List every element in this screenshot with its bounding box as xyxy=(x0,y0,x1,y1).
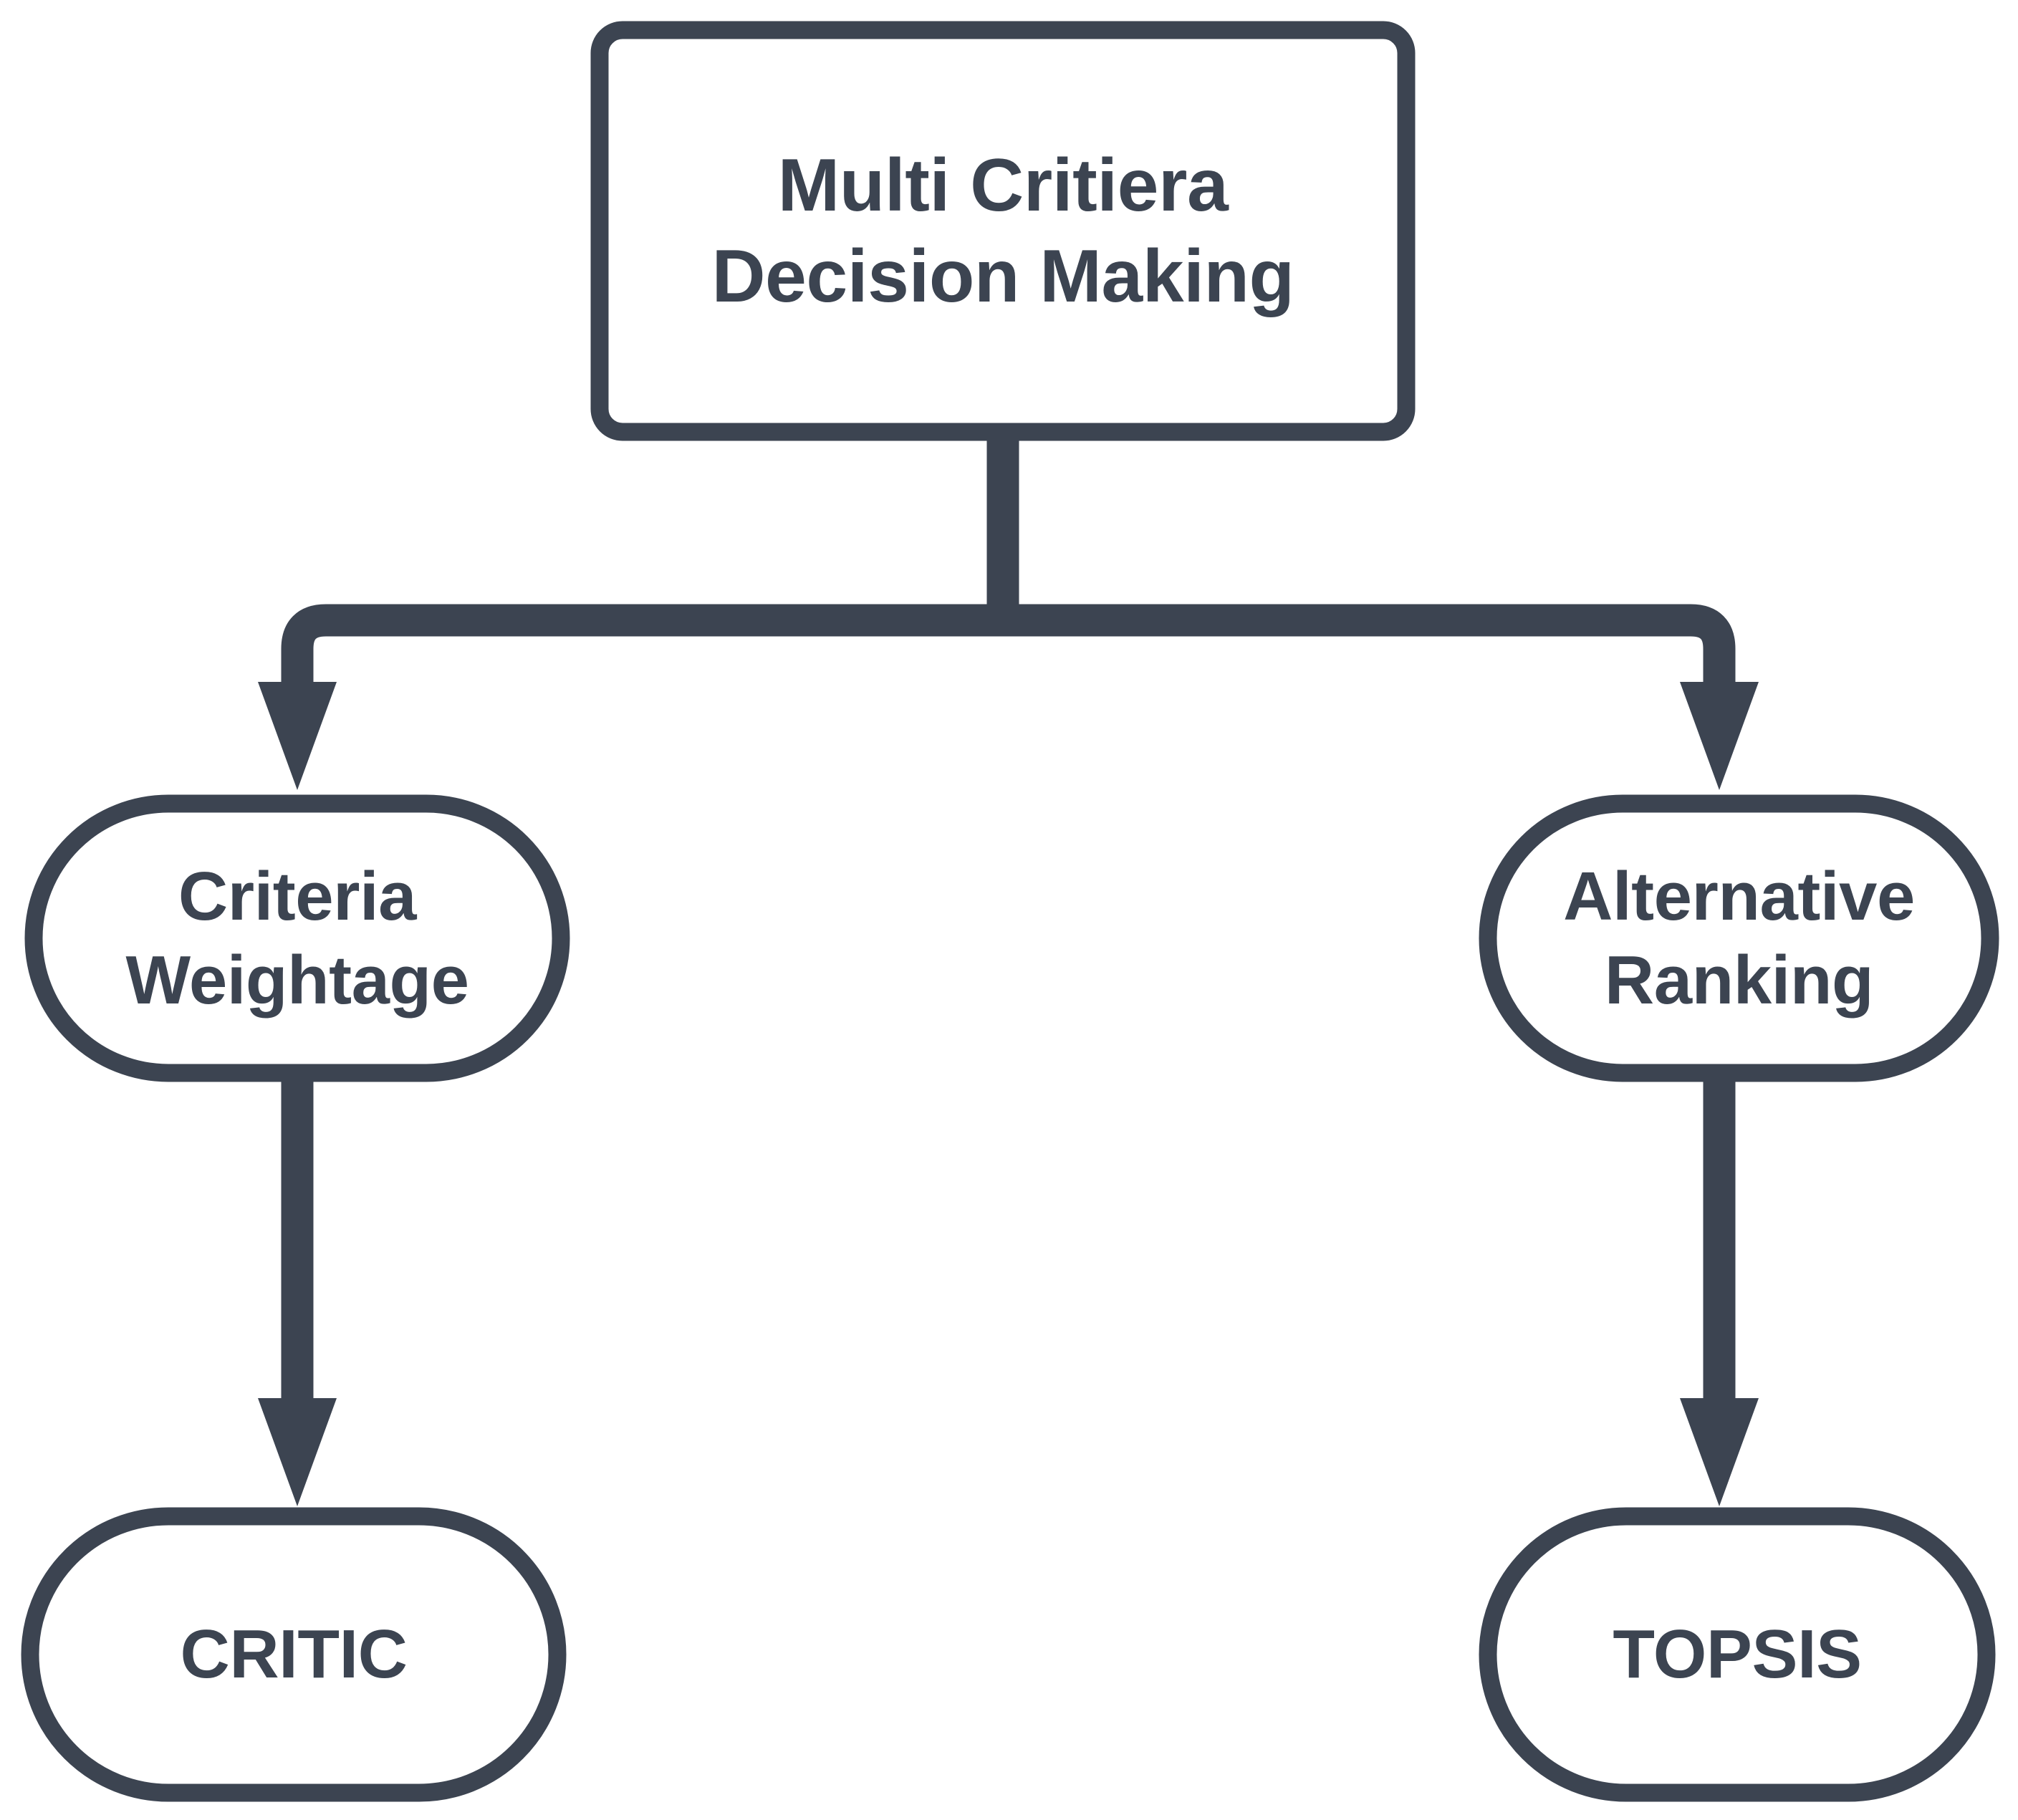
arrowhead-to-critic xyxy=(258,1398,337,1506)
edge-alternative-to-topsis xyxy=(1680,1074,1759,1506)
edge-criteria-to-critic xyxy=(258,1074,337,1506)
connector-horizontal-bar xyxy=(281,604,1736,688)
node-shape-alternative-ranking[interactable] xyxy=(1479,794,1999,1082)
arrowhead-to-criteria-weightage xyxy=(258,682,337,790)
edge-root-to-children xyxy=(258,438,1759,790)
node-shape-critic[interactable] xyxy=(21,1507,567,1802)
arrowhead-to-alternative-ranking xyxy=(1680,682,1759,790)
node-shape-criteria-weightage[interactable] xyxy=(24,794,570,1082)
arrowhead-to-topsis xyxy=(1680,1398,1759,1506)
node-shape-topsis[interactable] xyxy=(1479,1507,1996,1802)
node-shape-mcdm-root[interactable] xyxy=(590,21,1416,441)
